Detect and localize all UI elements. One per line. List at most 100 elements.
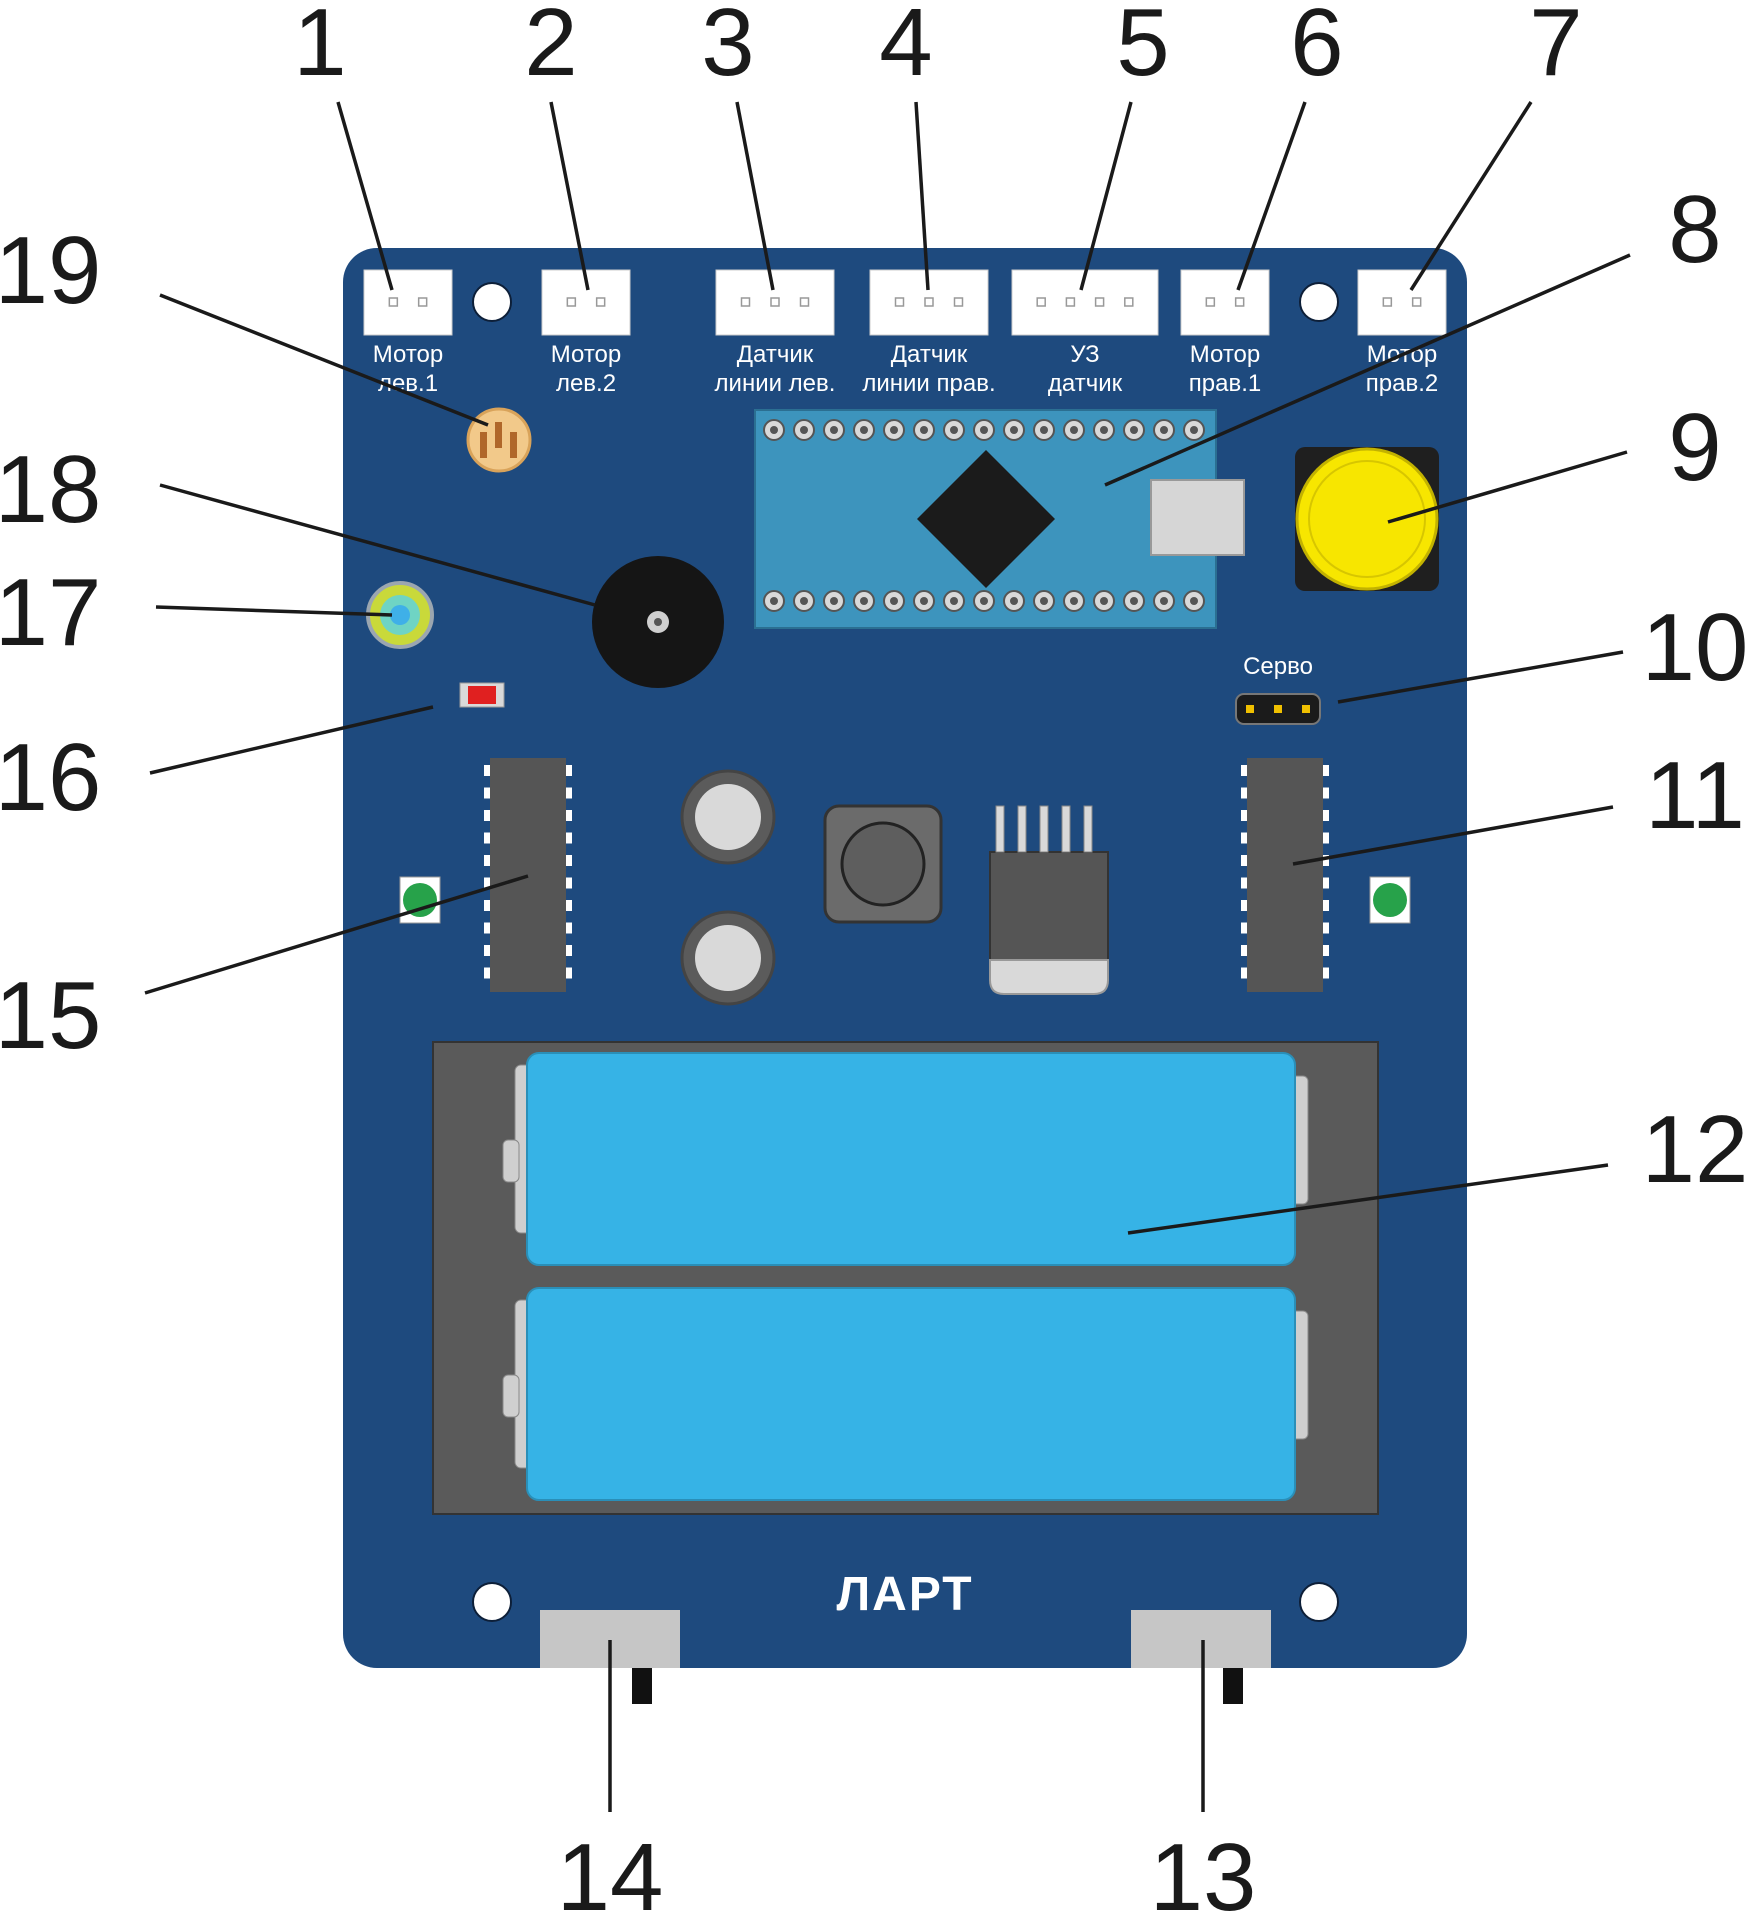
connector-label-line2: прав.1 (1189, 370, 1261, 397)
ic-leg (1241, 967, 1247, 979)
ic-leg (1241, 787, 1247, 799)
driver-ic-left (484, 758, 572, 992)
buzzer-icon (592, 556, 724, 688)
ic-leg (566, 900, 572, 911)
connector-label-line1: Мотор (551, 341, 622, 368)
leader-line (155, 605, 393, 617)
ic-leg (1323, 967, 1329, 979)
battery-icon (502, 1287, 1309, 1501)
leader-line (1079, 101, 1133, 291)
regulator-pin (1039, 805, 1049, 853)
mounting-hole (472, 282, 512, 322)
connector-pin (1411, 297, 1422, 307)
callout-number: 5 (1116, 0, 1169, 96)
connector-pin (740, 297, 751, 307)
ic-leg (566, 855, 572, 866)
connector-pin (1065, 297, 1076, 307)
ic-leg (484, 810, 490, 821)
callout-number: 16 (0, 724, 101, 831)
ic-leg (1323, 945, 1329, 956)
callout-number: 4 (879, 0, 932, 96)
voltage-regulator (989, 805, 1109, 995)
connector-pin (1382, 297, 1393, 307)
switch-icon (1131, 1610, 1271, 1704)
ic-leg (1241, 765, 1247, 776)
ic-leg (1323, 765, 1329, 776)
ic-leg (1241, 877, 1247, 889)
callout-number: 7 (1529, 0, 1582, 96)
callout-number: 8 (1668, 176, 1721, 283)
callout-number: 1 (293, 0, 346, 96)
ic-leg (484, 922, 490, 934)
connector-pin (894, 297, 905, 307)
leader-line (159, 483, 596, 607)
battery-holder (432, 1041, 1379, 1515)
ic-leg (1323, 900, 1329, 911)
callout-number: 17 (0, 559, 101, 666)
connector-pin (417, 297, 428, 307)
ic-leg (566, 945, 572, 956)
push-button-icon (1295, 447, 1439, 591)
mounting-hole (1299, 1582, 1339, 1622)
leader-line (549, 101, 590, 291)
ic-leg (566, 765, 572, 776)
green-led-right (1369, 876, 1411, 924)
connector-label-line2: прав.2 (1366, 370, 1438, 397)
callout-number: 18 (0, 436, 101, 543)
regulator-pin (1017, 805, 1027, 853)
ic-leg (1241, 832, 1247, 844)
reset-button (823, 804, 943, 924)
mounting-hole (472, 1582, 512, 1622)
servo-label: Серво (1243, 653, 1313, 680)
photoresistor-icon (466, 407, 532, 473)
connector-pin (799, 297, 810, 307)
connector-pin (1124, 297, 1134, 307)
ic-leg (566, 832, 572, 844)
callout-number: 9 (1668, 394, 1721, 501)
capacitor (680, 910, 776, 1006)
connector-label-line2: линии лев. (715, 370, 836, 397)
callout-number: 10 (1642, 594, 1745, 701)
connector-pin (1234, 297, 1245, 307)
leader-line (1104, 253, 1631, 487)
callout-number: 14 (557, 1824, 664, 1916)
ic-leg (1241, 855, 1247, 866)
regulator-pin (995, 805, 1005, 853)
leader-line (735, 101, 775, 291)
leader-line (1387, 450, 1628, 524)
ic-leg (1323, 922, 1329, 934)
ic-leg (1241, 900, 1247, 911)
ic-leg (566, 967, 572, 979)
arduino-nano-icon (754, 409, 1245, 629)
green-led-left (399, 876, 441, 924)
leader-line (914, 101, 930, 291)
mounting-hole (1299, 282, 1339, 322)
callout-number: 13 (1150, 1824, 1257, 1916)
power-led-icon (459, 682, 505, 708)
ic-leg (1241, 810, 1247, 821)
connector-pin (1205, 297, 1216, 307)
connector-pin (953, 297, 964, 307)
ic-leg (1241, 945, 1247, 956)
ic-leg (1323, 810, 1329, 821)
ic-leg (484, 877, 490, 889)
ic-leg (1323, 787, 1329, 799)
leader-line (144, 874, 529, 995)
callout-number: 12 (1642, 1096, 1745, 1203)
leader-line (1127, 1163, 1609, 1235)
capacitor (680, 769, 776, 865)
connector-pin (388, 297, 399, 307)
ic-leg (484, 787, 490, 799)
callout-number: 2 (524, 0, 577, 96)
regulator-pin (1061, 805, 1071, 853)
connector-label-line1: УЗ (1070, 341, 1099, 368)
ic-leg (484, 832, 490, 844)
callout-number: 11 (1645, 742, 1745, 849)
servo-header: Серво (1235, 653, 1321, 725)
connector-pin (595, 297, 606, 307)
